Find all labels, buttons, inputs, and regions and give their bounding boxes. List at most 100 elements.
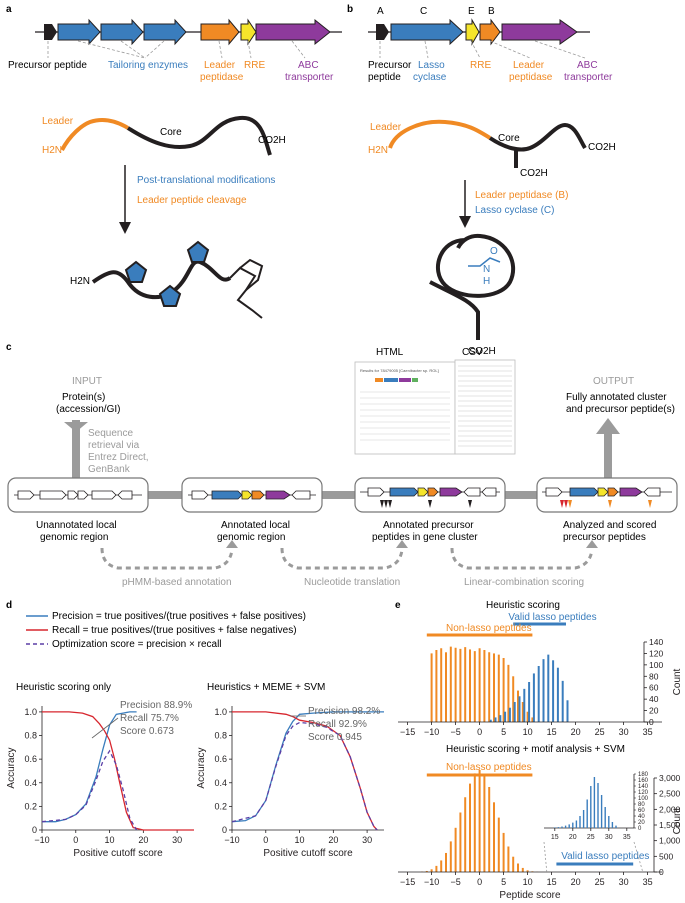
panel-a-gene-label-rre: RRE <box>244 60 265 71</box>
x-tick-label: 20 <box>328 835 338 845</box>
x-axis-label: Positive cutoff score <box>73 848 163 859</box>
panel-b-gene-label-lasso-2: cyclase <box>413 72 447 83</box>
panel-b-amide-bond <box>468 257 501 267</box>
panel-d: d Precision = true positives/(true posit… <box>6 600 384 859</box>
x-tick-label: 20 <box>571 877 581 887</box>
chart-d1-annot-2: Recall 75.7% <box>120 713 179 724</box>
x-tick-label: −15 <box>400 877 415 887</box>
inset-y-tick-label: 140 <box>638 784 649 790</box>
panel-c-output-line-2: and precursor peptide(s) <box>566 404 675 415</box>
panel-c-stage-4-line-2: precursor peptides <box>563 532 646 543</box>
panel-c-transition-1: pHMM-based annotation <box>122 577 232 588</box>
x-tick-label: 15 <box>547 727 557 737</box>
inset-x-tick-label: 25 <box>587 834 595 841</box>
panel-b-amide-n: N <box>483 264 490 275</box>
panel-c-html-screenshot: Results for 78479005 [Caenibacter sp. RO… <box>354 361 456 455</box>
y-tick-label: 0.8 <box>214 731 227 741</box>
chart-d1-annot-1: Precision 88.9% <box>120 700 192 711</box>
panel-c-retrieval-1: Sequence <box>88 428 133 439</box>
count-tick-label: 120 <box>649 648 663 658</box>
panel-c: c INPUT Protein(s) (accession/GI) Sequen… <box>6 342 678 588</box>
panel-a-abc-gene <box>255 18 331 46</box>
panel-e-label: e <box>395 600 401 611</box>
panel-b-gene-letter-c: C <box>420 6 427 17</box>
panel-b-core-label: Core <box>498 133 520 144</box>
non-lasso-label: Non-lasso peptides <box>446 762 532 773</box>
chart-d1-annot-leader <box>91 717 119 739</box>
count-tick-label: 140 <box>649 637 663 647</box>
x-tick-label: 5 <box>501 727 506 737</box>
panel-b-amide-o: O <box>490 246 498 257</box>
panel-a-leader-label: Leader <box>42 116 74 127</box>
valid-lasso-label: Valid lasso peptides <box>561 851 649 862</box>
panel-a-step-1: Post-translational modifications <box>137 175 275 186</box>
panel-c-stage-3-line-1: Annotated precursor <box>383 520 474 531</box>
panel-a-product-n-term: H2N <box>70 276 90 287</box>
x-tick-label: 35 <box>643 877 653 887</box>
panel-b-precursor-gene <box>376 24 389 40</box>
panel-b-n-term: H2N <box>368 145 388 156</box>
count-tick-label: 0 <box>659 867 664 877</box>
valid-lasso-label: Valid lasso peptides <box>508 612 596 623</box>
panel-b-gene-label-rre: RRE <box>470 60 491 71</box>
panel-b-core-strand <box>488 122 587 152</box>
inset-x-tick-label: 20 <box>569 834 577 841</box>
inset-y-tick-label: 80 <box>638 802 645 808</box>
x-tick-label: 10 <box>105 835 115 845</box>
panel-c-stage-4-line-1: Analyzed and scored <box>563 520 656 531</box>
panel-b-gene-letter-b: B <box>488 6 495 17</box>
inset-y-tick-label: 120 <box>638 790 649 796</box>
y-tick-label: 0.2 <box>214 801 227 811</box>
panel-c-label: c <box>6 342 12 353</box>
inset-y-tick-label: 40 <box>638 814 645 820</box>
count-tick-label: 40 <box>649 694 659 704</box>
panel-b-gene-label-lasso-1: Lasso <box>418 60 445 71</box>
x-tick-label: 25 <box>595 877 605 887</box>
panel-b-abc-gene <box>501 19 578 45</box>
inset-x-tick-label: 35 <box>623 834 631 841</box>
inset-zoom-line-1 <box>543 841 548 873</box>
panel-c-output-stem <box>604 432 612 480</box>
panel-c-retrieval-3: Entrez Direct, <box>88 452 149 463</box>
inset-y-tick-label: 20 <box>638 820 645 826</box>
panel-c-transition-arc-3 <box>450 547 594 570</box>
y-tick-label: 0 <box>222 825 227 835</box>
panel-b-gene-label-precursor-1: Precursor <box>368 60 412 71</box>
panel-a-modification-2 <box>186 240 210 263</box>
chart-d2-annot-3: Score 0.945 <box>308 732 362 743</box>
non-lasso-label: Non-lasso peptides <box>446 623 532 634</box>
panel-c-html-label: HTML <box>376 347 404 358</box>
panel-a-step-2: Leader peptide cleavage <box>137 195 247 206</box>
panel-c-csv-screenshot <box>454 359 516 455</box>
panel-c-stage-3-line-2: peptides in gene cluster <box>372 532 478 543</box>
series-line-optimization-score <box>231 721 378 831</box>
x-tick-label: 0 <box>477 877 482 887</box>
x-tick-label: 0 <box>73 835 78 845</box>
series-line-recall <box>42 711 194 831</box>
count-tick-label: 100 <box>649 660 663 670</box>
inset-y-tick-label: 60 <box>638 808 645 814</box>
panel-b-leader-strand <box>388 119 492 149</box>
count-tick-label: 500 <box>659 851 673 861</box>
count-tick-label: 2,500 <box>659 789 681 799</box>
inset-y-tick-label: 160 <box>638 778 649 784</box>
panel-c-retrieval-2: retrieval via <box>88 440 140 451</box>
inset-y-tick-label: 100 <box>638 796 649 802</box>
panel-a-rre-gene <box>240 18 257 46</box>
panel-c-input-funnel <box>64 422 88 432</box>
x-tick-label: 15 <box>547 877 557 887</box>
panel-a-precursor-gene <box>44 24 57 40</box>
y-axis-label: Count <box>672 668 683 695</box>
panel-b-label: b <box>347 4 353 15</box>
panel-a-label: a <box>6 4 12 15</box>
panel-b-lasso-ring <box>435 233 516 298</box>
panel-a-leader-strand <box>60 117 130 151</box>
x-tick-label: −5 <box>450 877 460 887</box>
panel-a-tailoring-gene-2 <box>100 18 144 46</box>
y-tick-label: 0 <box>32 825 37 835</box>
panel-b-c-term-2: CO2H <box>520 168 548 179</box>
x-tick-label: 30 <box>172 835 182 845</box>
y-tick-label: 0.2 <box>24 801 37 811</box>
